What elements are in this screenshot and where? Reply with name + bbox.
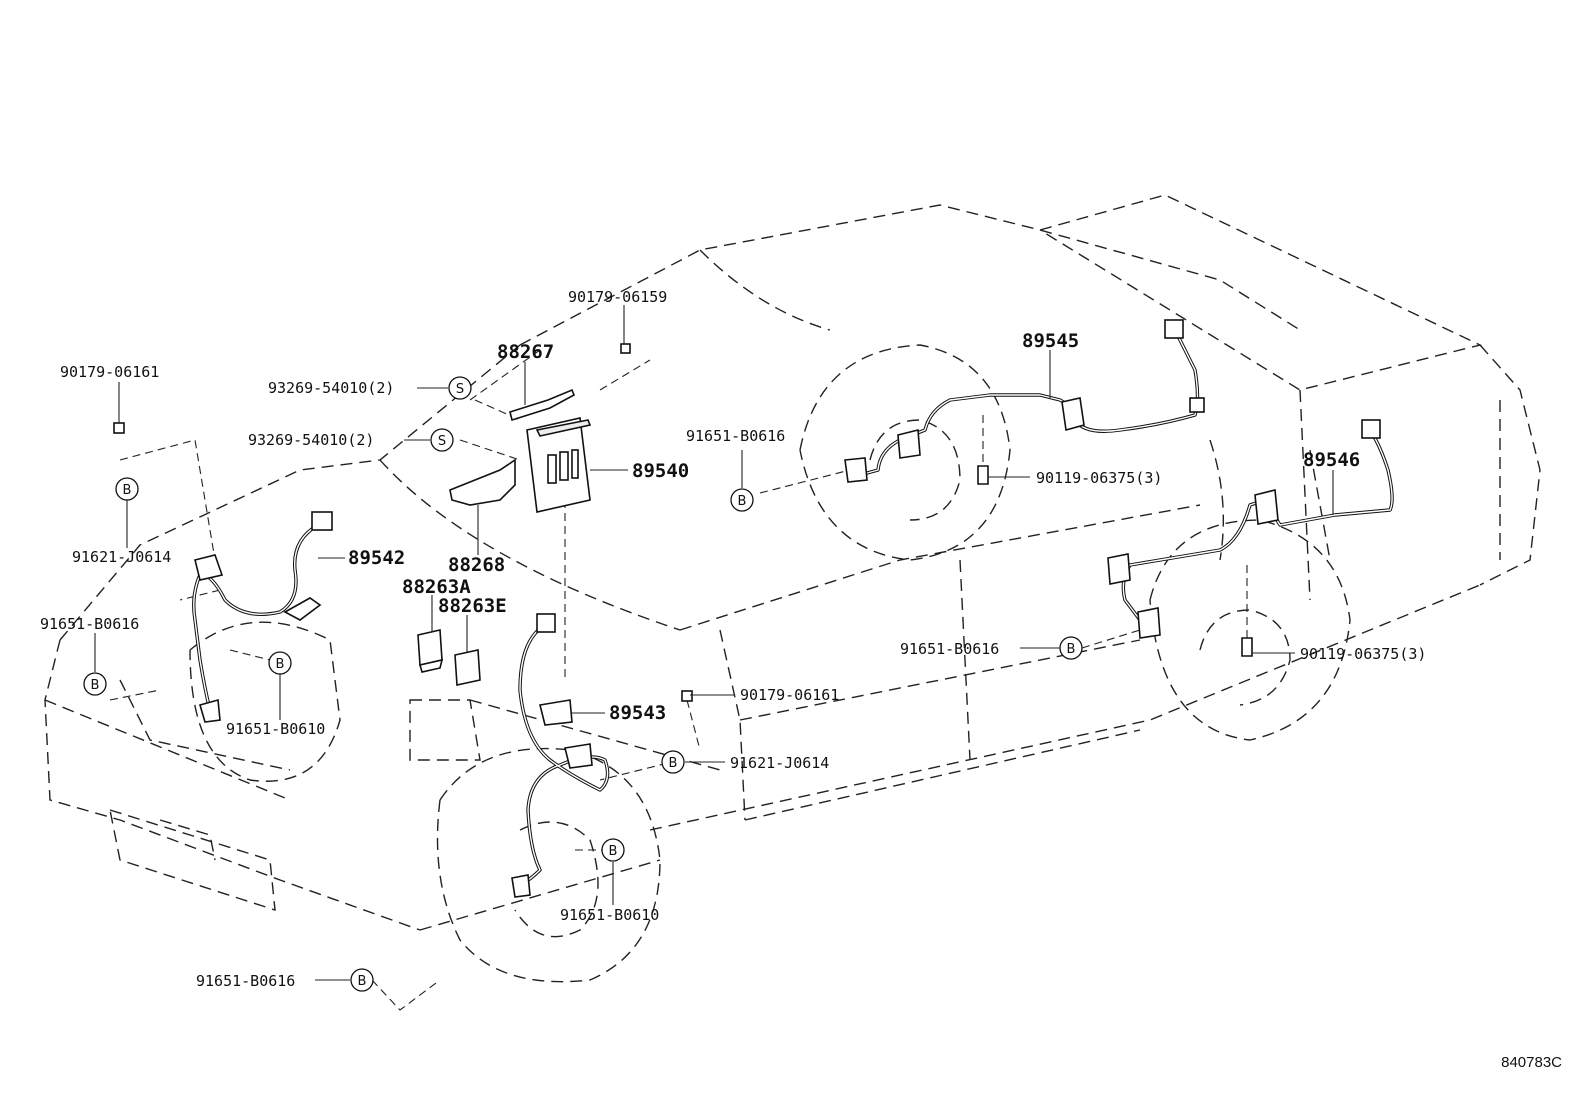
nut-90179-06159 — [620, 343, 631, 354]
speed-sensor-wire-89546 — [1107, 419, 1394, 657]
screw-symbol-upper: S — [448, 376, 472, 400]
relay-88263e — [454, 649, 481, 686]
label-89543: 89543 — [609, 702, 666, 724]
bolt-symbol-5: B — [601, 838, 625, 862]
speed-sensor-wire-89545 — [844, 319, 1205, 485]
screw-symbol-letter: S — [438, 434, 446, 449]
label-90119-06375-rear-left: 90119-06375(3) — [1036, 469, 1162, 487]
vehicle-outline — [44, 194, 1541, 983]
label-93269-54010-lower: 93269-54010(2) — [248, 431, 374, 449]
bolt-symbol-2: B — [83, 672, 107, 696]
bolt-symbol-6: B — [350, 968, 374, 992]
speed-sensor-wire-89542 — [192, 511, 333, 723]
label-91651-b0616-rear-left: 91651-B0616 — [686, 427, 785, 445]
bolt-symbol-letter: B — [609, 844, 618, 859]
label-leaders — [94, 305, 1334, 981]
label-88268: 88268 — [448, 554, 505, 576]
bolt-symbol-3: B — [268, 651, 292, 675]
label-93269-54010-upper: 93269-54010(2) — [268, 379, 394, 397]
label-91651-b0610-right: 91651-B0610 — [560, 906, 659, 924]
label-91651-b0616-left: 91651-B0616 — [40, 615, 139, 633]
bolt-symbol-letter: B — [276, 657, 285, 672]
label-88263e: 88263E — [438, 595, 507, 617]
bracket-88267 — [509, 388, 576, 422]
label-90179-06161-left: 90179-06161 — [60, 363, 159, 381]
bolt-symbol-letter: B — [1067, 642, 1076, 657]
screw-symbol-letter: S — [456, 382, 464, 397]
bolt-symbol-letter: B — [91, 678, 100, 693]
label-89540: 89540 — [632, 460, 689, 482]
label-90179-06159: 90179-06159 — [568, 288, 667, 306]
bolt-symbol-8: B — [1059, 636, 1083, 660]
label-90179-06161-right: 90179-06161 — [740, 686, 839, 704]
bolt-symbol-letter: B — [358, 974, 367, 989]
label-89542: 89542 — [348, 547, 405, 569]
bolt-symbol-letter: B — [123, 483, 132, 498]
screw-symbol-lower: S — [430, 428, 454, 452]
bolt-symbol-letter: B — [738, 494, 747, 509]
label-91621-j0614-left: 91621-J0614 — [72, 548, 171, 566]
label-90119-06375-rear-right: 90119-06375(3) — [1300, 645, 1426, 663]
part-labels: 90179-06159 88267 90179-06161 93269-5401… — [40, 288, 1426, 990]
nut-90179-06161-right — [681, 690, 693, 702]
label-91621-j0614-right: 91621-J0614 — [730, 754, 829, 772]
label-91651-b0616-rear-right: 91651-B0616 — [900, 640, 999, 658]
bolt-symbol-4: B — [661, 750, 685, 774]
bolt-symbol-1: B — [115, 477, 139, 501]
label-91651-b0610-left: 91651-B0610 — [226, 720, 325, 738]
catalog-number: 840783C — [1501, 1054, 1562, 1071]
speed-sensor-wire-89543 — [511, 613, 610, 898]
label-88267: 88267 — [497, 341, 554, 363]
label-88263a: 88263A — [402, 576, 471, 598]
nut-90179-06161-left — [113, 422, 125, 434]
abs-computer-89540 — [526, 417, 592, 513]
bolt-symbol-letter: B — [669, 756, 678, 771]
label-91651-b0616-bottom: 91651-B0616 — [196, 972, 295, 990]
bracket-88268 — [449, 458, 516, 506]
label-89545: 89545 — [1022, 330, 1079, 352]
bolt-symbol-7: B — [730, 488, 754, 512]
relay-88263a — [417, 629, 444, 673]
label-89546: 89546 — [1303, 449, 1360, 471]
